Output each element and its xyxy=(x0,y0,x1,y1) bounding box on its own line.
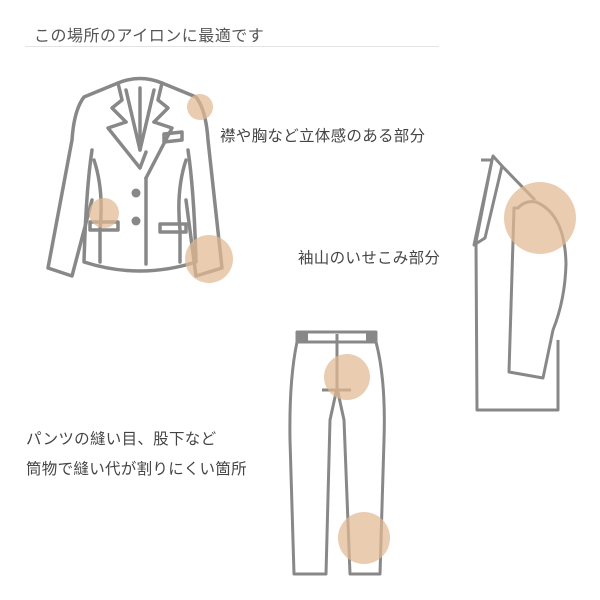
highlight-hem xyxy=(338,512,390,564)
button-icon xyxy=(131,216,141,226)
highlight-cuff xyxy=(185,235,233,283)
highlight-sleeve-cap xyxy=(504,182,576,254)
pants-label-line2: 筒物で縫い代が割りにくい箇所 xyxy=(26,460,247,478)
page-title: この場所のアイロンに最適です xyxy=(34,26,265,45)
highlight-crotch xyxy=(324,354,370,400)
waistband-patch xyxy=(297,332,308,342)
highlight-pocket xyxy=(89,198,119,228)
title-divider xyxy=(25,46,439,47)
sleeve-illustration xyxy=(472,154,568,412)
highlight-shoulder xyxy=(187,94,213,120)
pants-label-line1: パンツの縫い目、股下など xyxy=(26,430,217,448)
button-icon xyxy=(131,188,141,198)
waistband-patch xyxy=(366,332,376,342)
jacket-label: 襟や胸など立体感のある部分 xyxy=(220,127,426,145)
sleeve-label: 袖山のいせこみ部分 xyxy=(298,249,441,267)
